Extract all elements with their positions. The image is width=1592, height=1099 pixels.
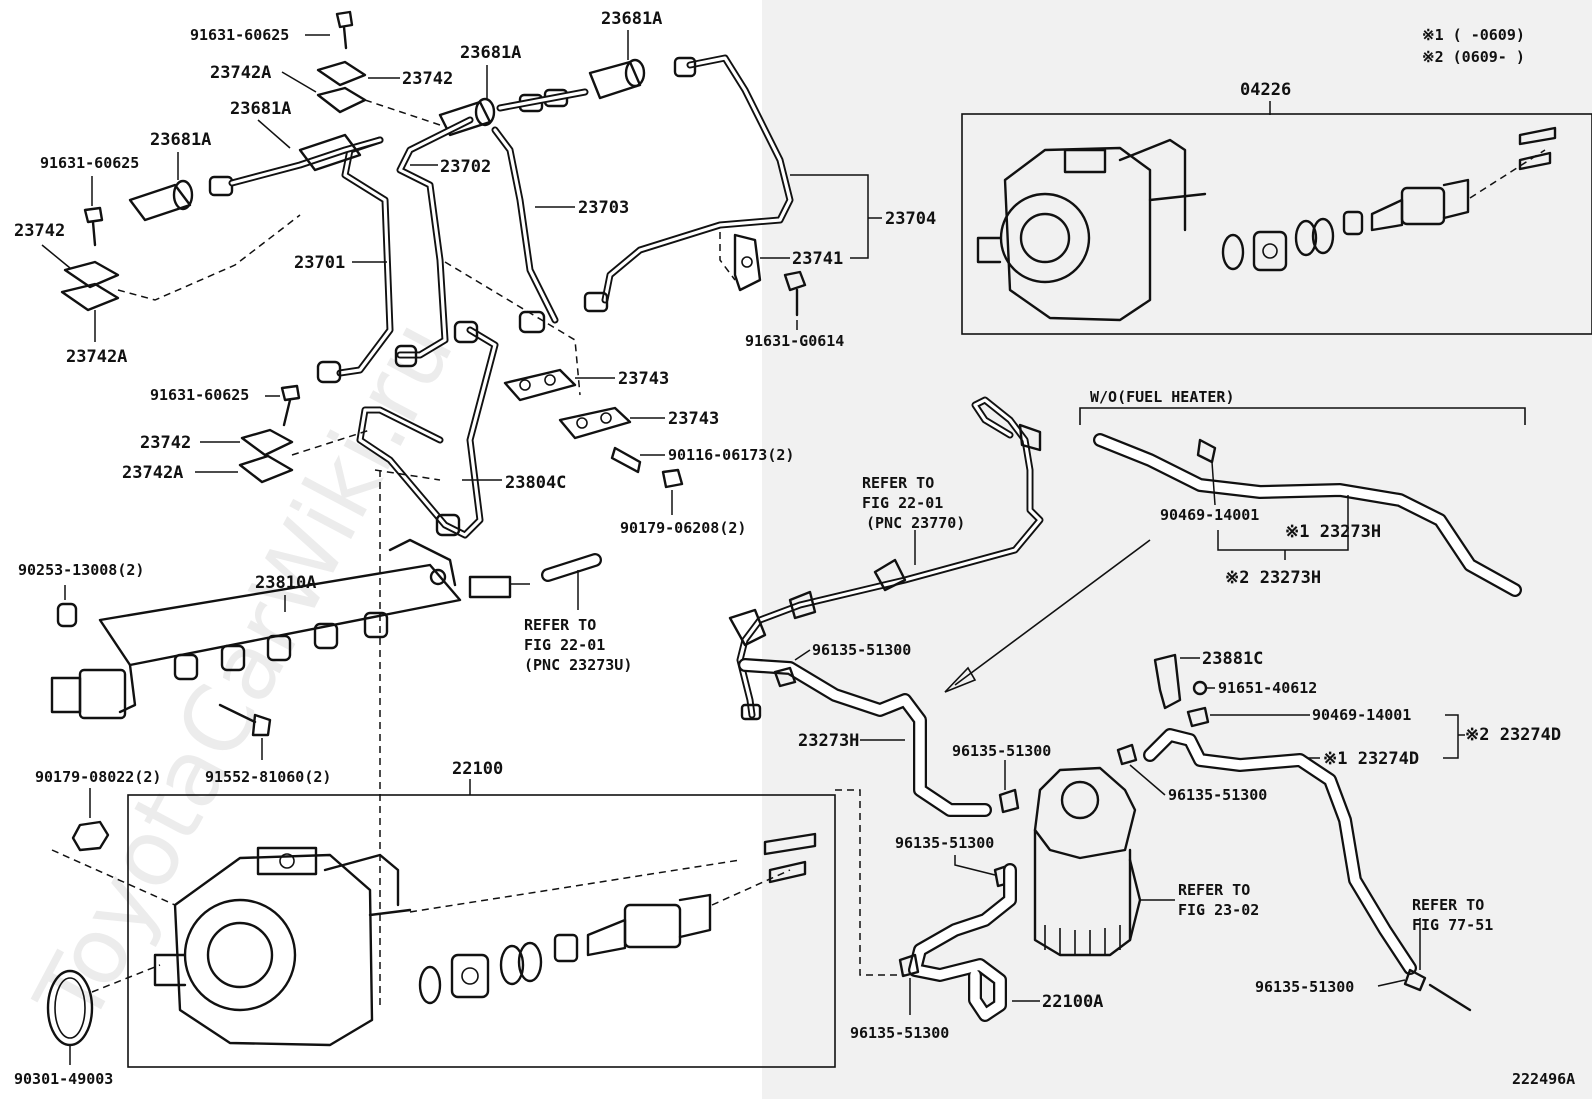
legend-note-2: ※2 (0609- ) bbox=[1422, 48, 1525, 66]
label-23704: 23704 bbox=[885, 209, 936, 229]
clamp-23742a-b bbox=[60, 282, 120, 312]
clamp-23742-c bbox=[240, 428, 294, 457]
fuel-filter bbox=[1033, 766, 1142, 957]
label-96135-51300-a: 96135-51300 bbox=[812, 641, 911, 659]
label-96135-51300-e: 96135-51300 bbox=[850, 1024, 949, 1042]
clamp-23742a-c bbox=[238, 454, 294, 484]
common-rail-23810a bbox=[50, 538, 530, 720]
label-23804c: 23804C bbox=[505, 473, 566, 493]
refer-1-line2: FIG 22-01 bbox=[862, 494, 943, 512]
label-90116-06173: 90116-06173(2) bbox=[668, 446, 794, 464]
label-91631-60625-b: 91631-60625 bbox=[40, 154, 139, 172]
label-23273h-lower: 23273H bbox=[798, 731, 859, 751]
label-23743-upper: 23743 bbox=[618, 369, 669, 389]
label-90179-08022: 90179-08022(2) bbox=[35, 768, 161, 786]
label-23681a-mid: 23681A bbox=[460, 43, 521, 63]
refer-3-line2: FIG 23-02 bbox=[1178, 901, 1259, 919]
clamp-23743-lower bbox=[558, 406, 632, 440]
label-90179-06208: 90179-06208(2) bbox=[620, 519, 746, 537]
label-22100: 22100 bbox=[452, 759, 503, 779]
label-23742a-b: 23742A bbox=[66, 347, 127, 367]
label-23273h-note1: ※1 23273H bbox=[1285, 522, 1381, 542]
bolt-91651-40612 bbox=[1192, 680, 1208, 696]
label-90253-13008: 90253-13008(2) bbox=[18, 561, 144, 579]
label-23274d-note2: ※2 23274D bbox=[1465, 725, 1561, 745]
figure-id: 222496A bbox=[1512, 1070, 1575, 1088]
label-22100a: 22100A bbox=[1042, 992, 1103, 1012]
bracket-23881c bbox=[1153, 653, 1182, 710]
label-23681a-upper-left: 23681A bbox=[230, 99, 291, 119]
clip-96135-51300-b bbox=[998, 788, 1020, 814]
label-23702: 23702 bbox=[440, 157, 491, 177]
label-96135-51300-d: 96135-51300 bbox=[895, 834, 994, 852]
legend-note-1: ※1 ( -0609) bbox=[1422, 26, 1525, 44]
label-23703: 23703 bbox=[578, 198, 629, 218]
bolt-91631-60625-b bbox=[83, 206, 104, 224]
label-96135-51300-b: 96135-51300 bbox=[952, 742, 1051, 760]
plug-90253-13008 bbox=[56, 602, 78, 628]
label-04226: 04226 bbox=[1240, 80, 1291, 100]
label-fuel-heater-group: W/O(FUEL HEATER) bbox=[1090, 388, 1235, 406]
label-23742-b: 23742 bbox=[14, 221, 65, 241]
label-90469-14001-a: 90469-14001 bbox=[1160, 506, 1259, 524]
refer-3-line1: REFER TO bbox=[1178, 881, 1250, 899]
bolt-91631-g0614 bbox=[783, 270, 807, 292]
label-23701: 23701 bbox=[294, 253, 345, 273]
label-96135-51300-c: 96135-51300 bbox=[1168, 786, 1267, 804]
bolt-91552-81060 bbox=[218, 703, 257, 724]
pump-04226-illustration bbox=[976, 126, 1557, 322]
label-91651-40612: 91651-40612 bbox=[1218, 679, 1317, 697]
label-96135-51300-f: 96135-51300 bbox=[1255, 978, 1354, 996]
nut-90179-08022 bbox=[71, 820, 110, 852]
clip-96135-51300-e bbox=[898, 953, 920, 978]
label-23742a-a: 23742A bbox=[210, 63, 271, 83]
label-23681a-left: 23681A bbox=[150, 130, 211, 150]
label-23681a-top: 23681A bbox=[601, 9, 662, 29]
label-91631-60625-a: 91631-60625 bbox=[190, 26, 289, 44]
label-23810a: 23810A bbox=[255, 573, 316, 593]
box-22100 bbox=[127, 794, 836, 1068]
label-23274d-note1: ※1 23274D bbox=[1323, 749, 1419, 769]
label-23273h-note2: ※2 23273H bbox=[1225, 568, 1321, 588]
pump-22100-illustration bbox=[153, 832, 817, 1047]
label-91631-g0614: 91631-G0614 bbox=[745, 332, 844, 350]
label-91552-81060: 91552-81060(2) bbox=[205, 768, 331, 786]
label-23742-c: 23742 bbox=[140, 433, 191, 453]
label-23881c: 23881C bbox=[1202, 649, 1263, 669]
clip-96135-51300-f bbox=[1403, 968, 1427, 992]
injection-pipes bbox=[128, 54, 794, 539]
refer-1-line3: (PNC 23770) bbox=[866, 514, 965, 532]
label-23741: 23741 bbox=[792, 249, 843, 269]
label-90469-14001-b: 90469-14001 bbox=[1312, 706, 1411, 724]
bolt-91631-60625-c bbox=[280, 384, 301, 402]
label-91631-60625-c: 91631-60625 bbox=[150, 386, 249, 404]
refer-4-line1: REFER TO bbox=[1412, 896, 1484, 914]
refer-4-line2: FIG 77-51 bbox=[1412, 916, 1493, 934]
clamp-23743-upper bbox=[503, 368, 577, 402]
label-23743-lower: 23743 bbox=[668, 409, 719, 429]
fuel-return-pipe bbox=[728, 396, 1044, 721]
refer-1-line1: REFER TO bbox=[862, 474, 934, 492]
clamp-23742-a bbox=[316, 60, 367, 87]
label-23742-a: 23742 bbox=[402, 69, 453, 89]
bracket-23741 bbox=[733, 233, 762, 292]
nut-90179-06208 bbox=[661, 468, 684, 489]
bolt-91631-60625-a bbox=[335, 10, 354, 29]
stud-90116-06173 bbox=[610, 446, 642, 474]
refer-2-line2: FIG 22-01 bbox=[524, 636, 605, 654]
bracket-fuel-heater-group bbox=[1079, 407, 1526, 425]
direction-arrow bbox=[954, 539, 1151, 686]
refer-2-line3: (PNC 23273U) bbox=[524, 656, 632, 674]
label-23742a-c: 23742A bbox=[122, 463, 183, 483]
refer-2-line1: REFER TO bbox=[524, 616, 596, 634]
clip-90469-14001-b bbox=[1186, 706, 1210, 728]
box-04226 bbox=[961, 113, 1592, 335]
clamp-23742-b bbox=[63, 260, 120, 289]
clip-96135-51300-c bbox=[1116, 743, 1138, 766]
label-90301-49003: 90301-49003 bbox=[14, 1070, 113, 1088]
